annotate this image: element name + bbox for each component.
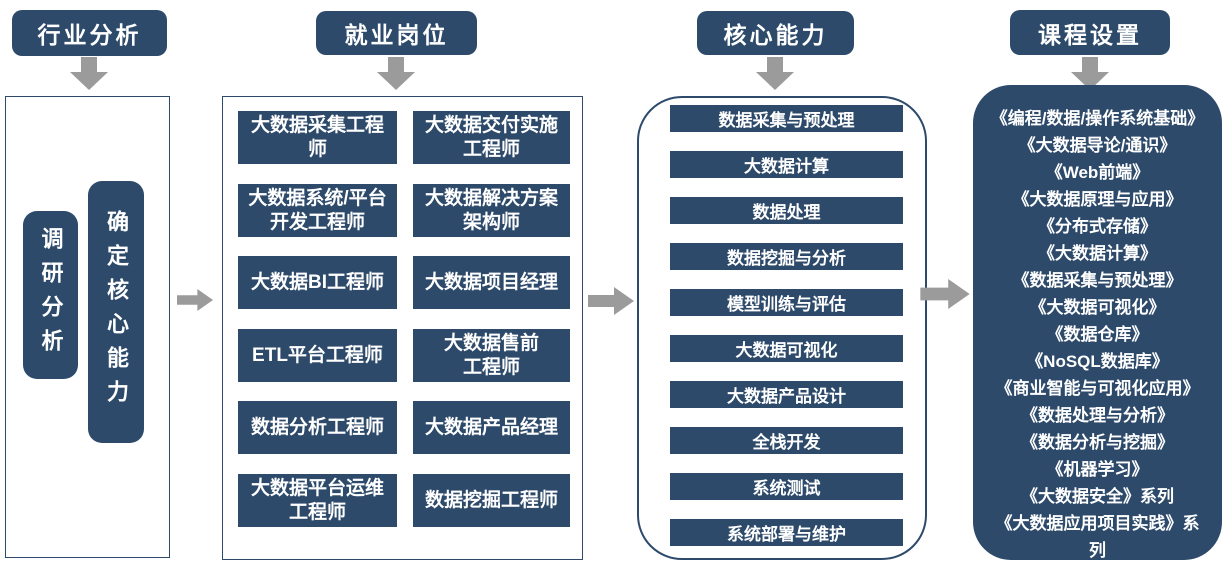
right-arrow-icon bbox=[588, 287, 634, 315]
job-box: 大数据产品经理 bbox=[413, 401, 570, 454]
research-analysis-pill: 调研分析 bbox=[23, 211, 78, 379]
ability-bar: 数据处理 bbox=[670, 197, 903, 224]
job-box: 大数据项目经理 bbox=[413, 256, 570, 309]
course-item: 《大数据原理与应用》 bbox=[1012, 190, 1183, 209]
job-box: ETL平台工程师 bbox=[238, 329, 397, 382]
course-item: 《商业智能与可视化应用》 bbox=[995, 379, 1200, 398]
ability-bar: 系统测试 bbox=[670, 473, 903, 500]
down-arrow-icon bbox=[1071, 57, 1109, 90]
stage-header-courses: 课程设置 bbox=[1010, 10, 1170, 55]
jobs-panel: 大数据采集工程 师 大数据系统/平台 开发工程师 大数据BI工程师 ETL平台工… bbox=[222, 96, 583, 560]
job-box: 大数据系统/平台 开发工程师 bbox=[238, 184, 397, 237]
stage-header-industry-analysis: 行业分析 bbox=[12, 10, 167, 56]
right-arrow-icon bbox=[920, 279, 970, 309]
ability-bar: 大数据产品设计 bbox=[670, 381, 903, 408]
course-item: 《Web前端》 bbox=[1045, 163, 1150, 182]
course-item: 《数据采集与预处理》 bbox=[1012, 271, 1183, 290]
ability-bar: 模型训练与评估 bbox=[670, 289, 903, 316]
course-item: 《数据处理与分析》 bbox=[1021, 406, 1174, 425]
ability-bar: 大数据计算 bbox=[670, 151, 903, 178]
ability-bar: 数据挖掘与分析 bbox=[670, 243, 903, 270]
course-item: 《数据仓库》 bbox=[1046, 325, 1149, 344]
job-box: 大数据采集工程 师 bbox=[238, 111, 397, 164]
ability-bar: 大数据可视化 bbox=[670, 335, 903, 362]
courses-panel: 《编程/数据/操作系统基础》 《大数据导论/通识》 《Web前端》 《大数据原理… bbox=[973, 85, 1222, 560]
down-arrow-icon bbox=[377, 57, 415, 90]
course-item: 《大数据导论/通识》 bbox=[1018, 136, 1177, 155]
job-box: 数据挖掘工程师 bbox=[413, 474, 570, 527]
job-box: 大数据平台运维 工程师 bbox=[238, 474, 397, 527]
job-box: 大数据售前 工程师 bbox=[413, 329, 570, 382]
down-arrow-icon bbox=[756, 57, 794, 90]
job-box: 大数据BI工程师 bbox=[238, 256, 397, 309]
course-item: 《大数据安全》系列 bbox=[1021, 487, 1174, 506]
course-item: 《编程/数据/操作系统基础》 bbox=[990, 109, 1205, 128]
abilities-panel: 数据采集与预处理 大数据计算 数据处理 数据挖掘与分析 模型训练与评估 大数据可… bbox=[637, 96, 927, 560]
job-box: 大数据解决方案 架构师 bbox=[413, 184, 570, 237]
industry-analysis-panel: 调研分析 确定核心能力 bbox=[5, 96, 170, 558]
ability-bar: 全栈开发 bbox=[670, 427, 903, 454]
job-box: 大数据交付实施 工程师 bbox=[413, 111, 570, 164]
course-item: 《NoSQL数据库》 bbox=[1026, 352, 1169, 371]
course-item: 《数据分析与挖掘》 bbox=[1021, 433, 1174, 452]
course-item: 《大数据计算》 bbox=[1038, 244, 1157, 263]
define-core-ability-pill: 确定核心能力 bbox=[88, 181, 144, 443]
stage-header-jobs: 就业岗位 bbox=[316, 11, 477, 55]
ability-bar: 系统部署与维护 bbox=[670, 519, 903, 546]
course-item: 《机器学习》 bbox=[1046, 460, 1149, 479]
course-item: 《大数据可视化》 bbox=[1029, 298, 1166, 317]
ability-bar: 数据采集与预处理 bbox=[670, 105, 903, 132]
course-item: 《分布式存储》 bbox=[1038, 217, 1157, 236]
job-box: 数据分析工程师 bbox=[238, 401, 397, 454]
right-arrow-icon bbox=[177, 289, 213, 311]
down-arrow-icon bbox=[70, 57, 108, 90]
course-item: 《大数据应用项目实践》系 列 bbox=[995, 514, 1200, 560]
stage-header-core-abilities: 核心能力 bbox=[697, 11, 854, 55]
